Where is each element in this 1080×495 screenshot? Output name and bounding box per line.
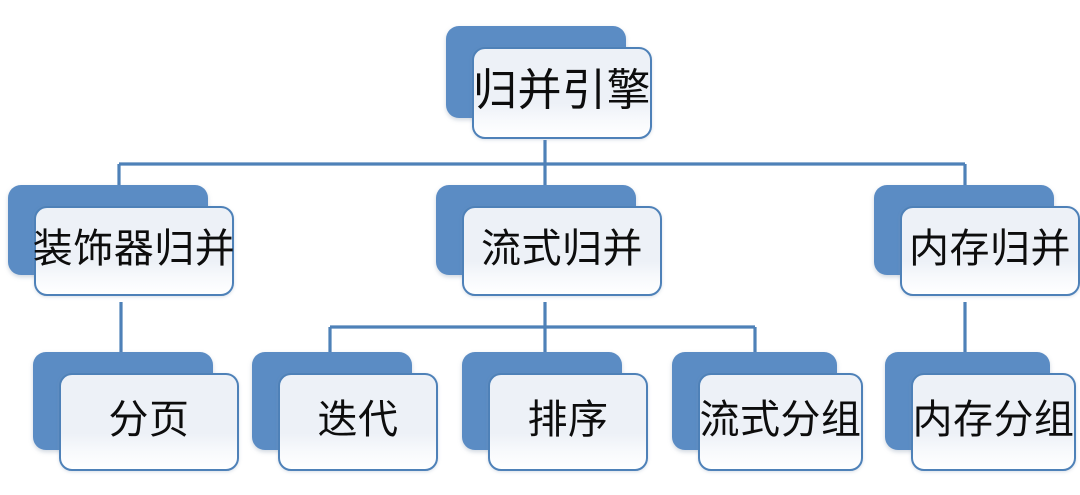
node-memory-group[interactable]: 内存分组	[885, 352, 1076, 471]
node-pagination-face: 分页	[59, 373, 239, 471]
node-stream-merge-face: 流式归并	[462, 206, 662, 296]
node-memory-merge-label: 内存归并	[909, 227, 1071, 271]
node-memory-merge-face: 内存归并	[900, 206, 1080, 296]
node-stream-group-label: 流式分组	[699, 398, 862, 442]
node-pagination[interactable]: 分页	[33, 352, 239, 471]
node-root-face: 归并引擎	[472, 47, 652, 139]
node-root-label: 归并引擎	[473, 66, 651, 115]
node-memory-group-face: 内存分组	[911, 373, 1076, 471]
node-decorator-merge-label: 装饰器归并	[32, 227, 236, 271]
node-sorting-face: 排序	[488, 373, 648, 471]
node-root[interactable]: 归并引擎	[446, 26, 652, 139]
node-iteration-label: 迭代	[317, 398, 399, 442]
node-decorator-merge[interactable]: 装饰器归并	[8, 185, 235, 296]
node-iteration[interactable]: 迭代	[252, 352, 438, 471]
node-stream-group[interactable]: 流式分组	[672, 352, 863, 471]
node-memory-group-label: 内存分组	[912, 398, 1075, 442]
node-pagination-label: 分页	[108, 398, 190, 442]
node-stream-group-face: 流式分组	[698, 373, 863, 471]
node-stream-merge[interactable]: 流式归并	[436, 185, 662, 296]
node-sorting-label: 排序	[527, 398, 609, 442]
node-iteration-face: 迭代	[278, 373, 438, 471]
node-memory-merge[interactable]: 内存归并	[874, 185, 1080, 296]
node-sorting[interactable]: 排序	[462, 352, 648, 471]
node-decorator-merge-face: 装饰器归并	[32, 206, 236, 296]
node-stream-merge-label: 流式归并	[481, 227, 643, 271]
